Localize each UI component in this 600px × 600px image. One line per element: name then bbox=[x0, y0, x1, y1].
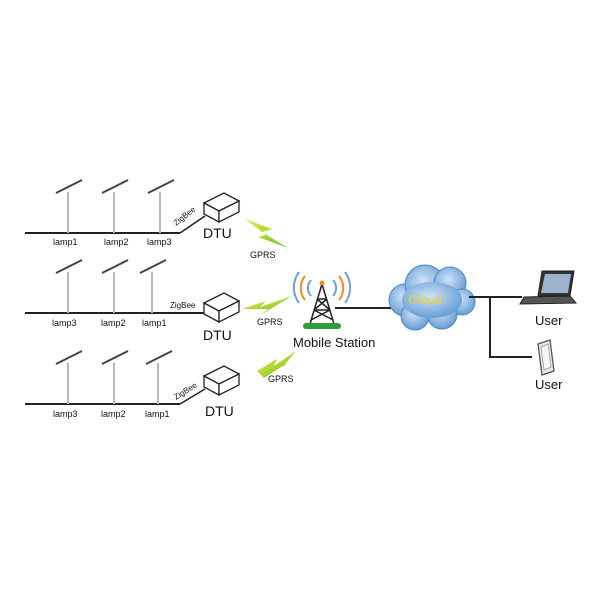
lamp-label: lamp2 bbox=[101, 318, 126, 328]
street-lamp bbox=[101, 179, 129, 233]
lamp-row-2: lamp3 lamp2 lamp1 ZigBee DTU GPRS bbox=[25, 259, 292, 343]
street-lamp bbox=[55, 350, 83, 404]
dtu-device-icon bbox=[202, 292, 241, 324]
gprs-label: GPRS bbox=[257, 317, 283, 327]
lamp-row-1: lamp1 lamp2 lamp3 ZigBee DTU GPRS bbox=[25, 179, 288, 260]
zigbee-label: ZigBee bbox=[172, 380, 199, 401]
street-lamp bbox=[139, 259, 167, 313]
user-links bbox=[469, 296, 532, 358]
tower-base bbox=[303, 323, 341, 329]
street-lamp bbox=[55, 179, 83, 233]
cloud-icon bbox=[388, 264, 476, 331]
lamp-label: lamp3 bbox=[147, 237, 172, 247]
street-lamp bbox=[101, 259, 129, 313]
signal-waves-icon bbox=[292, 271, 352, 304]
lamp-label: lamp3 bbox=[53, 409, 78, 419]
dtu-label: DTU bbox=[203, 225, 232, 241]
lamp-label: lamp1 bbox=[53, 237, 78, 247]
lamp-label: lamp1 bbox=[145, 409, 170, 419]
mobile-station: Mobile Station bbox=[292, 271, 375, 350]
street-lamp bbox=[147, 179, 175, 233]
street-lamp bbox=[55, 259, 83, 313]
user-label: User bbox=[535, 313, 563, 328]
zigbee-link bbox=[179, 215, 206, 234]
wireless-bolt-icon bbox=[257, 351, 296, 378]
cell-tower-icon bbox=[309, 280, 335, 325]
gprs-label: GPRS bbox=[250, 250, 276, 260]
street-lamp bbox=[101, 350, 129, 404]
laptop-icon bbox=[519, 270, 578, 305]
street-lamp bbox=[145, 350, 173, 404]
mobile-station-label: Mobile Station bbox=[293, 335, 375, 350]
gprs-label: GPRS bbox=[268, 374, 294, 384]
zigbee-label: ZigBee bbox=[170, 301, 196, 310]
cloud-label: Cloud bbox=[408, 292, 442, 307]
dtu-label: DTU bbox=[205, 403, 234, 419]
wireless-bolt-icon bbox=[242, 296, 292, 314]
user-label: User bbox=[535, 377, 563, 392]
lamp-label: lamp3 bbox=[52, 318, 77, 328]
zigbee-link bbox=[179, 388, 206, 405]
lamp-label: lamp2 bbox=[104, 237, 129, 247]
tablet-icon bbox=[537, 339, 555, 376]
lamp-row-3: lamp3 lamp2 lamp1 ZigBee DTU GPRS bbox=[25, 350, 296, 419]
dtu-device-icon bbox=[202, 365, 241, 397]
wireless-bolt-icon bbox=[245, 219, 288, 248]
lamp-label: lamp1 bbox=[142, 318, 167, 328]
dtu-device-icon bbox=[202, 192, 241, 224]
lamp-label: lamp2 bbox=[101, 409, 126, 419]
dtu-label: DTU bbox=[203, 327, 232, 343]
